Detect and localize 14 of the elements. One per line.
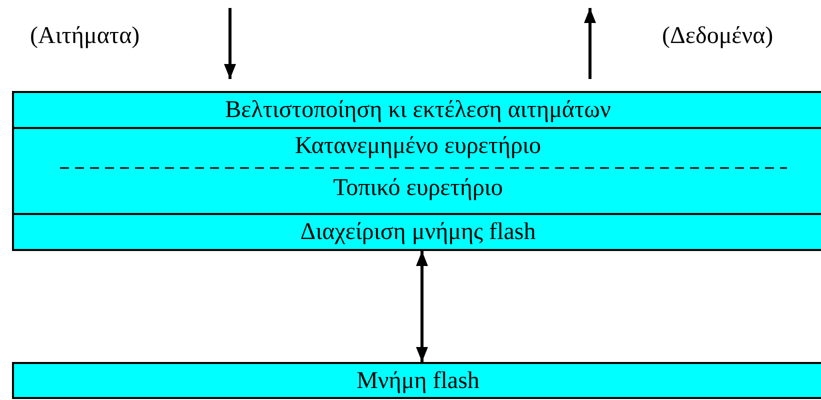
- flow-label: (Δεδομένα): [662, 22, 774, 50]
- flow-label: (Αιτήματα): [30, 22, 140, 50]
- layer-box: [12, 91, 821, 129]
- arrow: [416, 251, 428, 362]
- layer-label: Διαχείριση μνήμης flash: [300, 219, 536, 245]
- arrow: [584, 8, 596, 79]
- layer-box: [12, 213, 821, 251]
- layer-label: Βελτιστοποίηση κι εκτέλεση αιτημάτων: [225, 97, 611, 123]
- arrow: [224, 8, 236, 79]
- layer-box: [12, 127, 821, 215]
- layer-label: Τοπικό ευρετήριο: [333, 175, 503, 201]
- layer-label: Μνήμη flash: [356, 368, 480, 394]
- layer-label: Κατανεμημένο ευρετήριο: [294, 133, 542, 159]
- layer-box: [12, 362, 821, 399]
